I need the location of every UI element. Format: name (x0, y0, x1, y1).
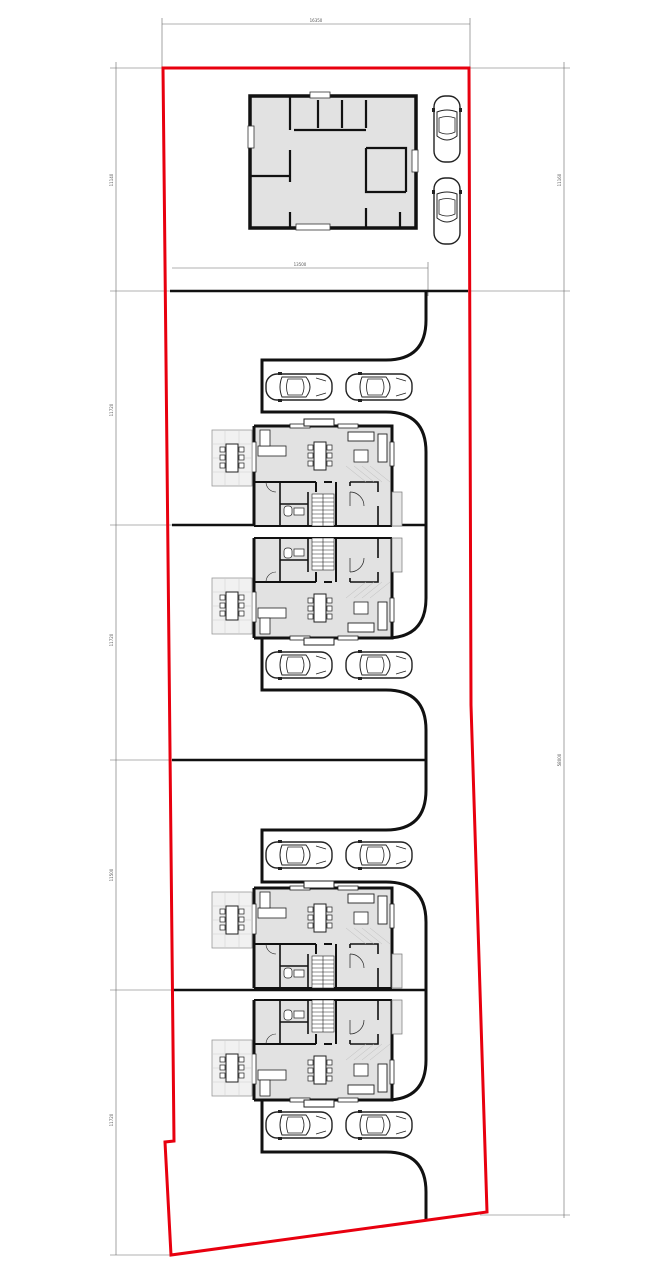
driveway-outlines (260, 291, 428, 1220)
dim-right-outer: 58000 (557, 753, 562, 766)
dim-left-seg-1: 11140 (109, 173, 114, 186)
dim-left-seg-2: 11720 (109, 403, 114, 416)
semi-detached-pair-2 (212, 881, 402, 1107)
dim-right-seg-1: 11160 (557, 173, 562, 186)
dim-left-seg-5: 11720 (109, 1113, 114, 1126)
semi-detached-pair-1 (212, 419, 402, 645)
property-boundary (161, 66, 489, 1257)
existing-house (247, 91, 419, 231)
dim-left-seg-4: 11500 (109, 868, 114, 881)
dim-top-width: 16350 (310, 18, 323, 23)
dimension-lines (110, 18, 570, 1256)
existing-parking (431, 95, 463, 245)
dim-left-seg-3: 11720 (109, 633, 114, 646)
dim-inner-width: 13500 (294, 262, 307, 267)
dimension-labels: 16350 11140 11720 11720 11500 11720 1116… (109, 18, 562, 1126)
